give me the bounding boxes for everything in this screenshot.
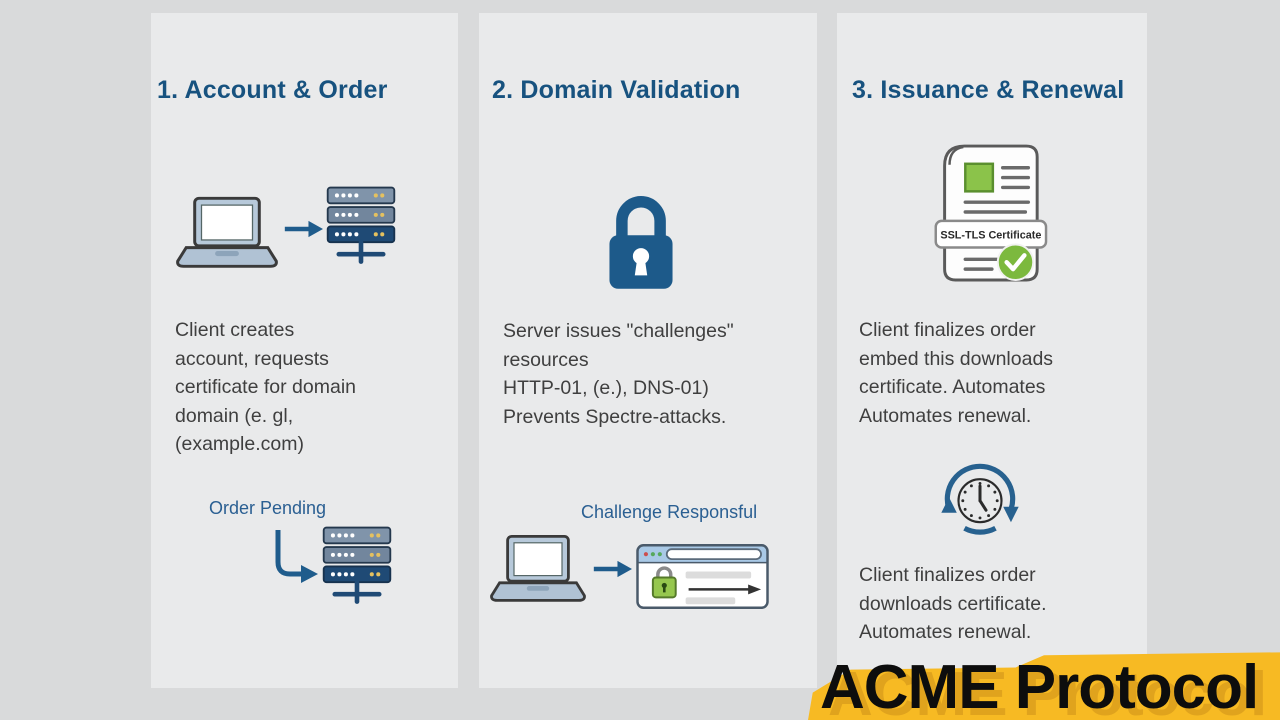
server-stack-icon (324, 186, 398, 278)
padlock-icon (598, 190, 684, 290)
clock-renewal-icon (936, 456, 1024, 542)
ssl-certificate-icon: SSL-TLS Certificate (920, 140, 1048, 288)
challenge-response-label: Challenge Responsful (581, 502, 758, 522)
ssl-certificate-label: SSL-TLS Certificate (940, 230, 1041, 242)
column3-body-top: Client finalizes order embed this downlo… (859, 319, 1054, 427)
column3-title: 3. Issuance & Renewal (852, 76, 1125, 104)
order-pending-label: Order Pending (209, 498, 327, 518)
banner-title: ACME Protocol (820, 653, 1259, 720)
laptop-icon (490, 532, 586, 608)
column2-title: 2. Domain Validation (492, 76, 741, 104)
elbow-arrow-icon (270, 528, 320, 584)
column1-body: Client creates account, requests certifi… (175, 319, 356, 455)
check-icon (996, 243, 1035, 281)
arrow-right-icon (283, 217, 323, 241)
column-panel-issuance-renewal (837, 13, 1147, 688)
column3-body-bottom: Client finalizes order downloads certifi… (859, 564, 1047, 643)
server-stack-icon (320, 526, 394, 618)
browser-window-icon (636, 543, 769, 610)
column1-title: 1. Account & Order (157, 76, 388, 104)
column2-body: Server issues "challenges" resources HTT… (503, 320, 734, 428)
laptop-icon (176, 194, 278, 274)
arrow-right-icon (592, 557, 632, 581)
